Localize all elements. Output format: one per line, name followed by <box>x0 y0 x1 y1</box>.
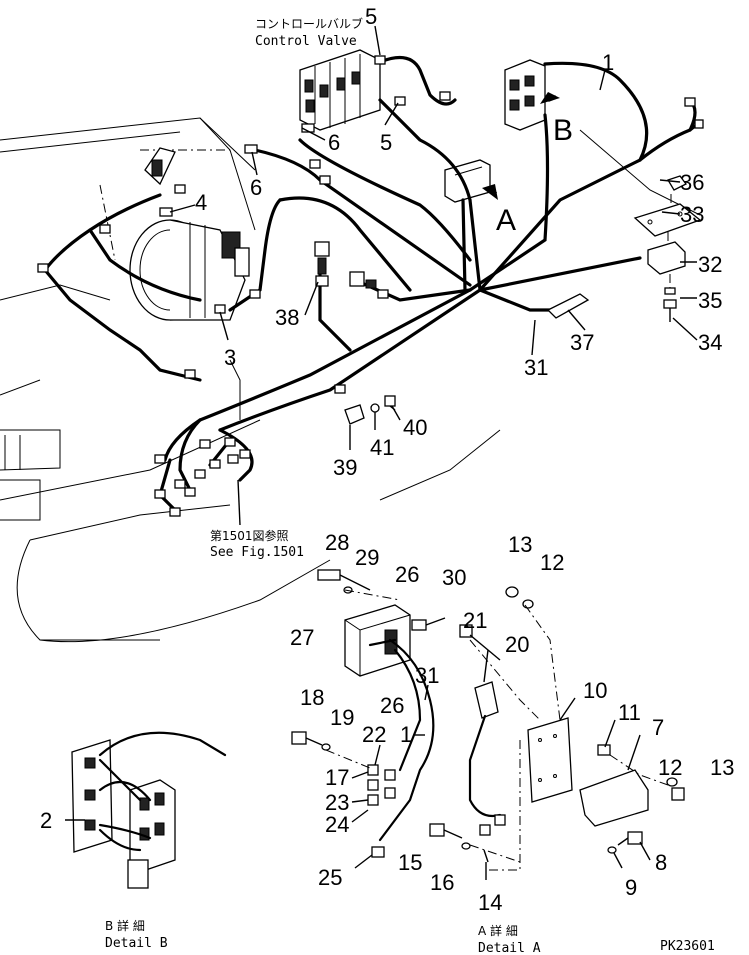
callout: 19 <box>330 705 354 730</box>
control-valve-label-en: Control Valve <box>255 34 357 49</box>
callout: 1 <box>602 50 614 75</box>
callout: 36 <box>680 170 704 195</box>
diagram-labels: コントロールバルブ Control Valve 第1501図参照 See Fig… <box>105 16 715 955</box>
callout: 14 <box>478 890 502 915</box>
connector-center <box>349 271 389 299</box>
callout: 31 <box>524 355 548 380</box>
callout: 28 <box>325 530 349 555</box>
callout: 27 <box>290 625 314 650</box>
callout: 12 <box>658 755 682 780</box>
detail-a-label-jp: A 詳 細 <box>478 923 518 938</box>
callout: 12 <box>540 550 564 575</box>
callout: 26 <box>380 693 404 718</box>
view-a-label: A <box>496 204 516 237</box>
pressure-switch <box>144 147 176 186</box>
callout: 33 <box>680 202 704 227</box>
detail-a-drawing <box>291 569 685 871</box>
harness-connectors <box>37 55 704 517</box>
callout: 22 <box>362 722 386 747</box>
callout: 41 <box>370 435 394 460</box>
callout: 20 <box>505 632 529 657</box>
detail-b-label-en: Detail B <box>105 936 168 951</box>
see-fig-label-en: See Fig.1501 <box>210 545 304 560</box>
callout: 24 <box>325 812 349 837</box>
callout: 30 <box>442 565 466 590</box>
callout: 13 <box>508 532 532 557</box>
detail-a-label-en: Detail A <box>478 941 541 955</box>
detail-b-drawing <box>71 731 227 889</box>
callout: 29 <box>355 545 379 570</box>
callout: 5 <box>365 4 377 29</box>
callout: 40 <box>403 415 427 440</box>
callout: 11 <box>618 700 641 725</box>
travel-motor <box>129 219 250 321</box>
right-parts <box>546 175 702 322</box>
callout: 7 <box>652 715 664 740</box>
figure-code: PK23601 <box>660 939 715 954</box>
leader-lines <box>65 25 698 880</box>
callout: 34 <box>698 330 722 355</box>
relay-39 <box>344 395 396 425</box>
control-valve-label-jp: コントロールバルブ <box>255 16 363 31</box>
callout: 38 <box>275 305 299 330</box>
control-valve <box>299 49 381 131</box>
callout: 6 <box>328 130 340 155</box>
callout: 9 <box>625 875 637 900</box>
callout: 16 <box>430 870 454 895</box>
callout: 26 <box>395 562 419 587</box>
callout: 6 <box>250 175 262 200</box>
callout: 2 <box>40 808 52 833</box>
sensor-38 <box>314 241 330 287</box>
callout: 4 <box>195 190 207 215</box>
callout: 21 <box>463 608 487 633</box>
detail-b-label-jp: B 詳 細 <box>105 918 145 933</box>
callout-numbers: 1 5 5 6 6 4 3 38 31 37 36 33 32 35 34 40… <box>40 4 734 915</box>
machine-outline <box>0 117 701 643</box>
callout: 39 <box>333 455 357 480</box>
callout: 3 <box>224 345 236 370</box>
callout: 32 <box>698 252 722 277</box>
view-b-label: B <box>553 114 573 147</box>
callout: 31 <box>415 663 439 688</box>
callout: 13 <box>710 755 734 780</box>
callout: 15 <box>398 850 422 875</box>
callout: 1 <box>400 722 412 747</box>
callout: 18 <box>300 685 324 710</box>
callout: 25 <box>318 865 342 890</box>
callout: 5 <box>380 130 392 155</box>
callout: 8 <box>655 850 667 875</box>
callout: 37 <box>570 330 594 355</box>
callout: 35 <box>698 288 722 313</box>
see-fig-label-jp: 第1501図参照 <box>210 528 289 543</box>
pump-valve-b <box>504 59 546 131</box>
callout: 23 <box>325 790 349 815</box>
callout: 10 <box>583 678 607 703</box>
callout: 17 <box>325 765 349 790</box>
